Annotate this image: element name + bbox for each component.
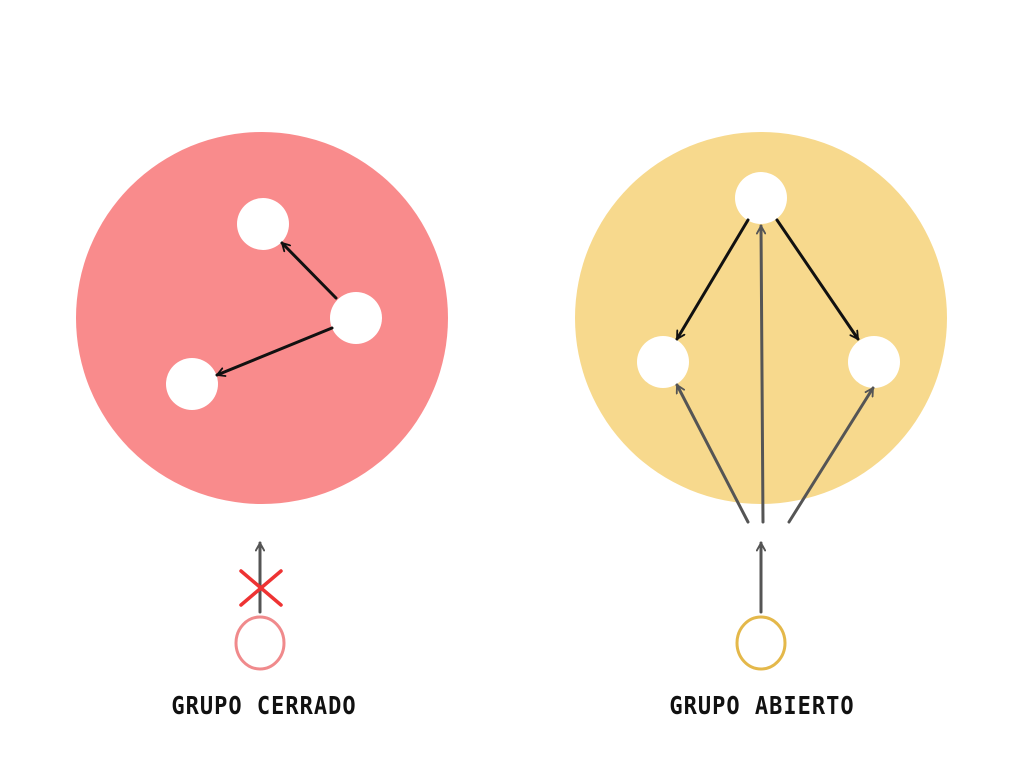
closed-member-right	[330, 292, 382, 344]
blocked-x-icon	[239, 569, 283, 607]
closed-member-top	[237, 198, 289, 250]
open-internal-arrow-right	[775, 218, 860, 341]
closed-member-left	[166, 358, 218, 410]
closed-internal-arrow-left	[215, 326, 334, 375]
open-entry-arrow-left	[675, 383, 750, 524]
open-member-top	[735, 172, 787, 224]
open-group-label: GRUPO ABIERTO	[669, 692, 855, 721]
closed-outsider-node	[234, 615, 286, 671]
open-member-right	[848, 336, 900, 388]
open-entry-arrow-top	[761, 224, 763, 524]
closed-internal-arrow-top	[280, 241, 338, 300]
open-internal-arrow-left	[675, 218, 750, 341]
closed-group-circle	[76, 132, 448, 504]
open-member-left	[637, 336, 689, 388]
closed-group-label: GRUPO CERRADO	[171, 692, 357, 721]
open-entry-arrow-right	[787, 386, 875, 524]
open-group	[575, 132, 947, 671]
open-outsider-node	[735, 615, 787, 671]
closed-group	[76, 132, 448, 671]
